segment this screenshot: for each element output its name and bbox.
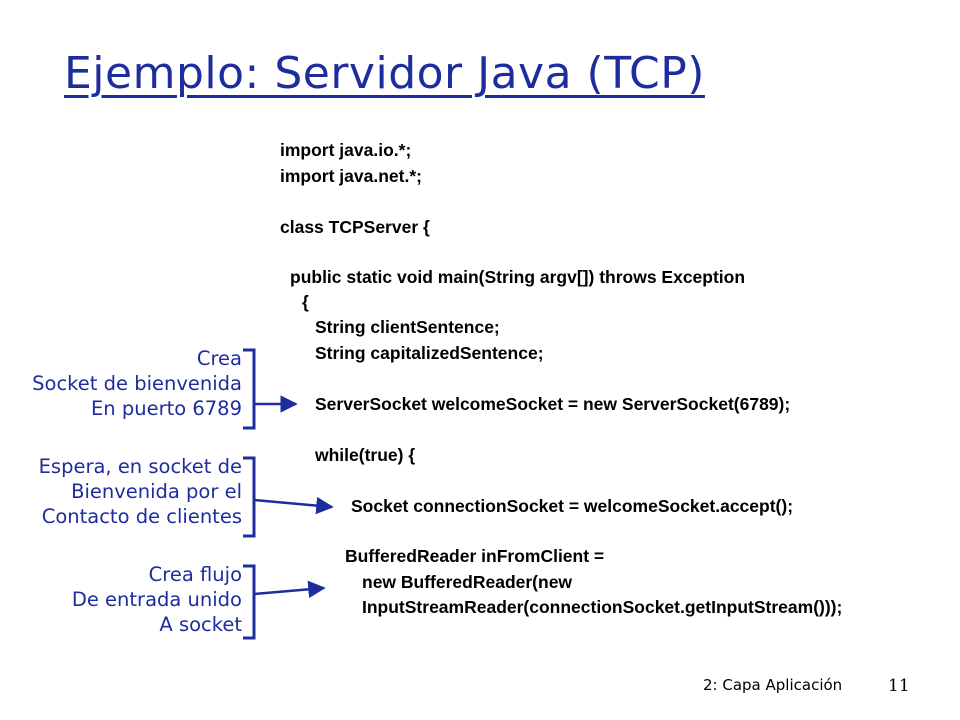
code-line: String clientSentence; [315, 317, 500, 337]
annotation-input-stream: Crea flujo De entrada unido A socket [72, 562, 242, 637]
bracket-1 [243, 348, 256, 430]
bracket-2 [243, 456, 256, 538]
arrow-2 [253, 496, 334, 515]
bracket-3 [243, 564, 256, 640]
footer-label: 2: Capa Aplicación [703, 676, 843, 694]
annotation-line: De entrada unido [71, 588, 242, 611]
code-line: new BufferedReader(new [362, 572, 573, 592]
annotation-line: Crea flujo [148, 563, 242, 586]
annotation-welcome-socket: Crea Socket de bienvenida En puerto 6789 [32, 346, 242, 421]
code-line: import java.net.*; [280, 166, 422, 186]
annotation-line: Espera, en socket de [38, 455, 242, 478]
code-line: ServerSocket welcomeSocket = new ServerS… [315, 394, 791, 414]
code-line: Socket connectionSocket = welcomeSocket.… [351, 496, 794, 516]
code-line: String capitalizedSentence; [315, 343, 544, 363]
annotation-line: En puerto 6789 [90, 397, 242, 420]
page-number: 11 [888, 676, 910, 696]
annotation-line: Crea [196, 347, 242, 370]
annotation-accept: Espera, en socket de Bienvenida por el C… [39, 454, 242, 529]
code-line: while(true) { [315, 445, 416, 465]
code-line: public static void main(String argv[]) t… [290, 267, 746, 287]
annotation-line: A socket [159, 613, 242, 636]
code-line: class TCPServer { [280, 217, 430, 237]
code-line: { [302, 292, 309, 312]
annotation-line: Bienvenida por el [71, 480, 242, 503]
code-line: import java.io.*; [280, 140, 412, 160]
slide-title: Ejemplo: Servidor Java (TCP) [64, 48, 705, 99]
annotation-line: Contacto de clientes [41, 505, 242, 528]
annotation-line: Socket de bienvenida [32, 372, 242, 395]
code-line: BufferedReader inFromClient = [345, 546, 605, 566]
arrow-3 [253, 580, 326, 599]
code-line: InputStreamReader(connectionSocket.getIn… [362, 597, 843, 617]
